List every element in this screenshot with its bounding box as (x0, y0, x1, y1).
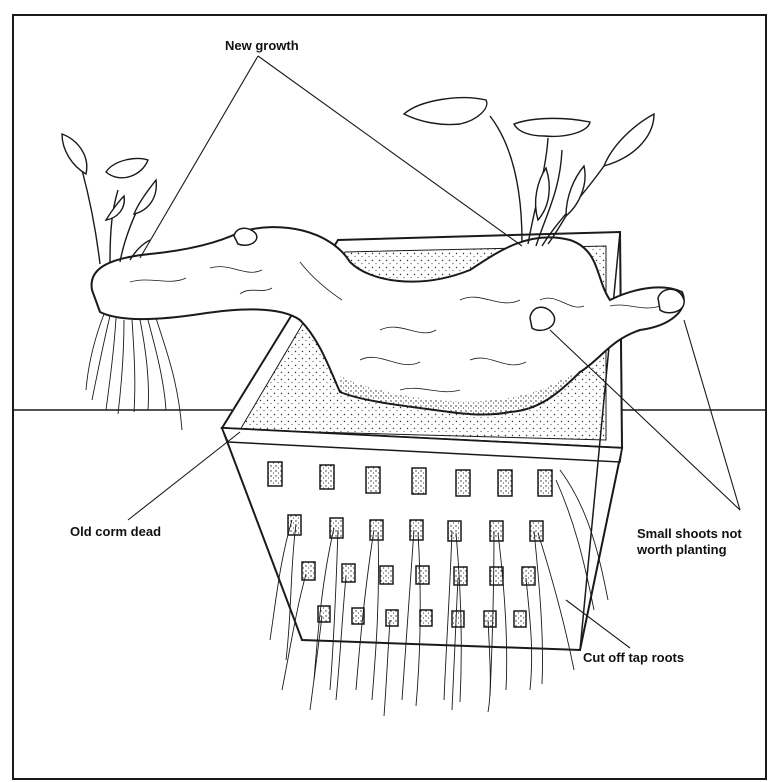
label-small-shoots: Small shoots not worth planting (637, 526, 742, 558)
left-plant-leaves (62, 134, 156, 264)
label-small-shoots-line1: Small shoots not (637, 526, 742, 542)
label-old-corm-dead: Old corm dead (70, 524, 161, 540)
label-cut-tap-roots: Cut off tap roots (583, 650, 684, 666)
right-plant-leaves (404, 98, 654, 246)
label-small-shoots-line2: worth planting (637, 542, 742, 558)
left-roots (86, 314, 182, 430)
label-new-growth: New growth (225, 38, 299, 54)
